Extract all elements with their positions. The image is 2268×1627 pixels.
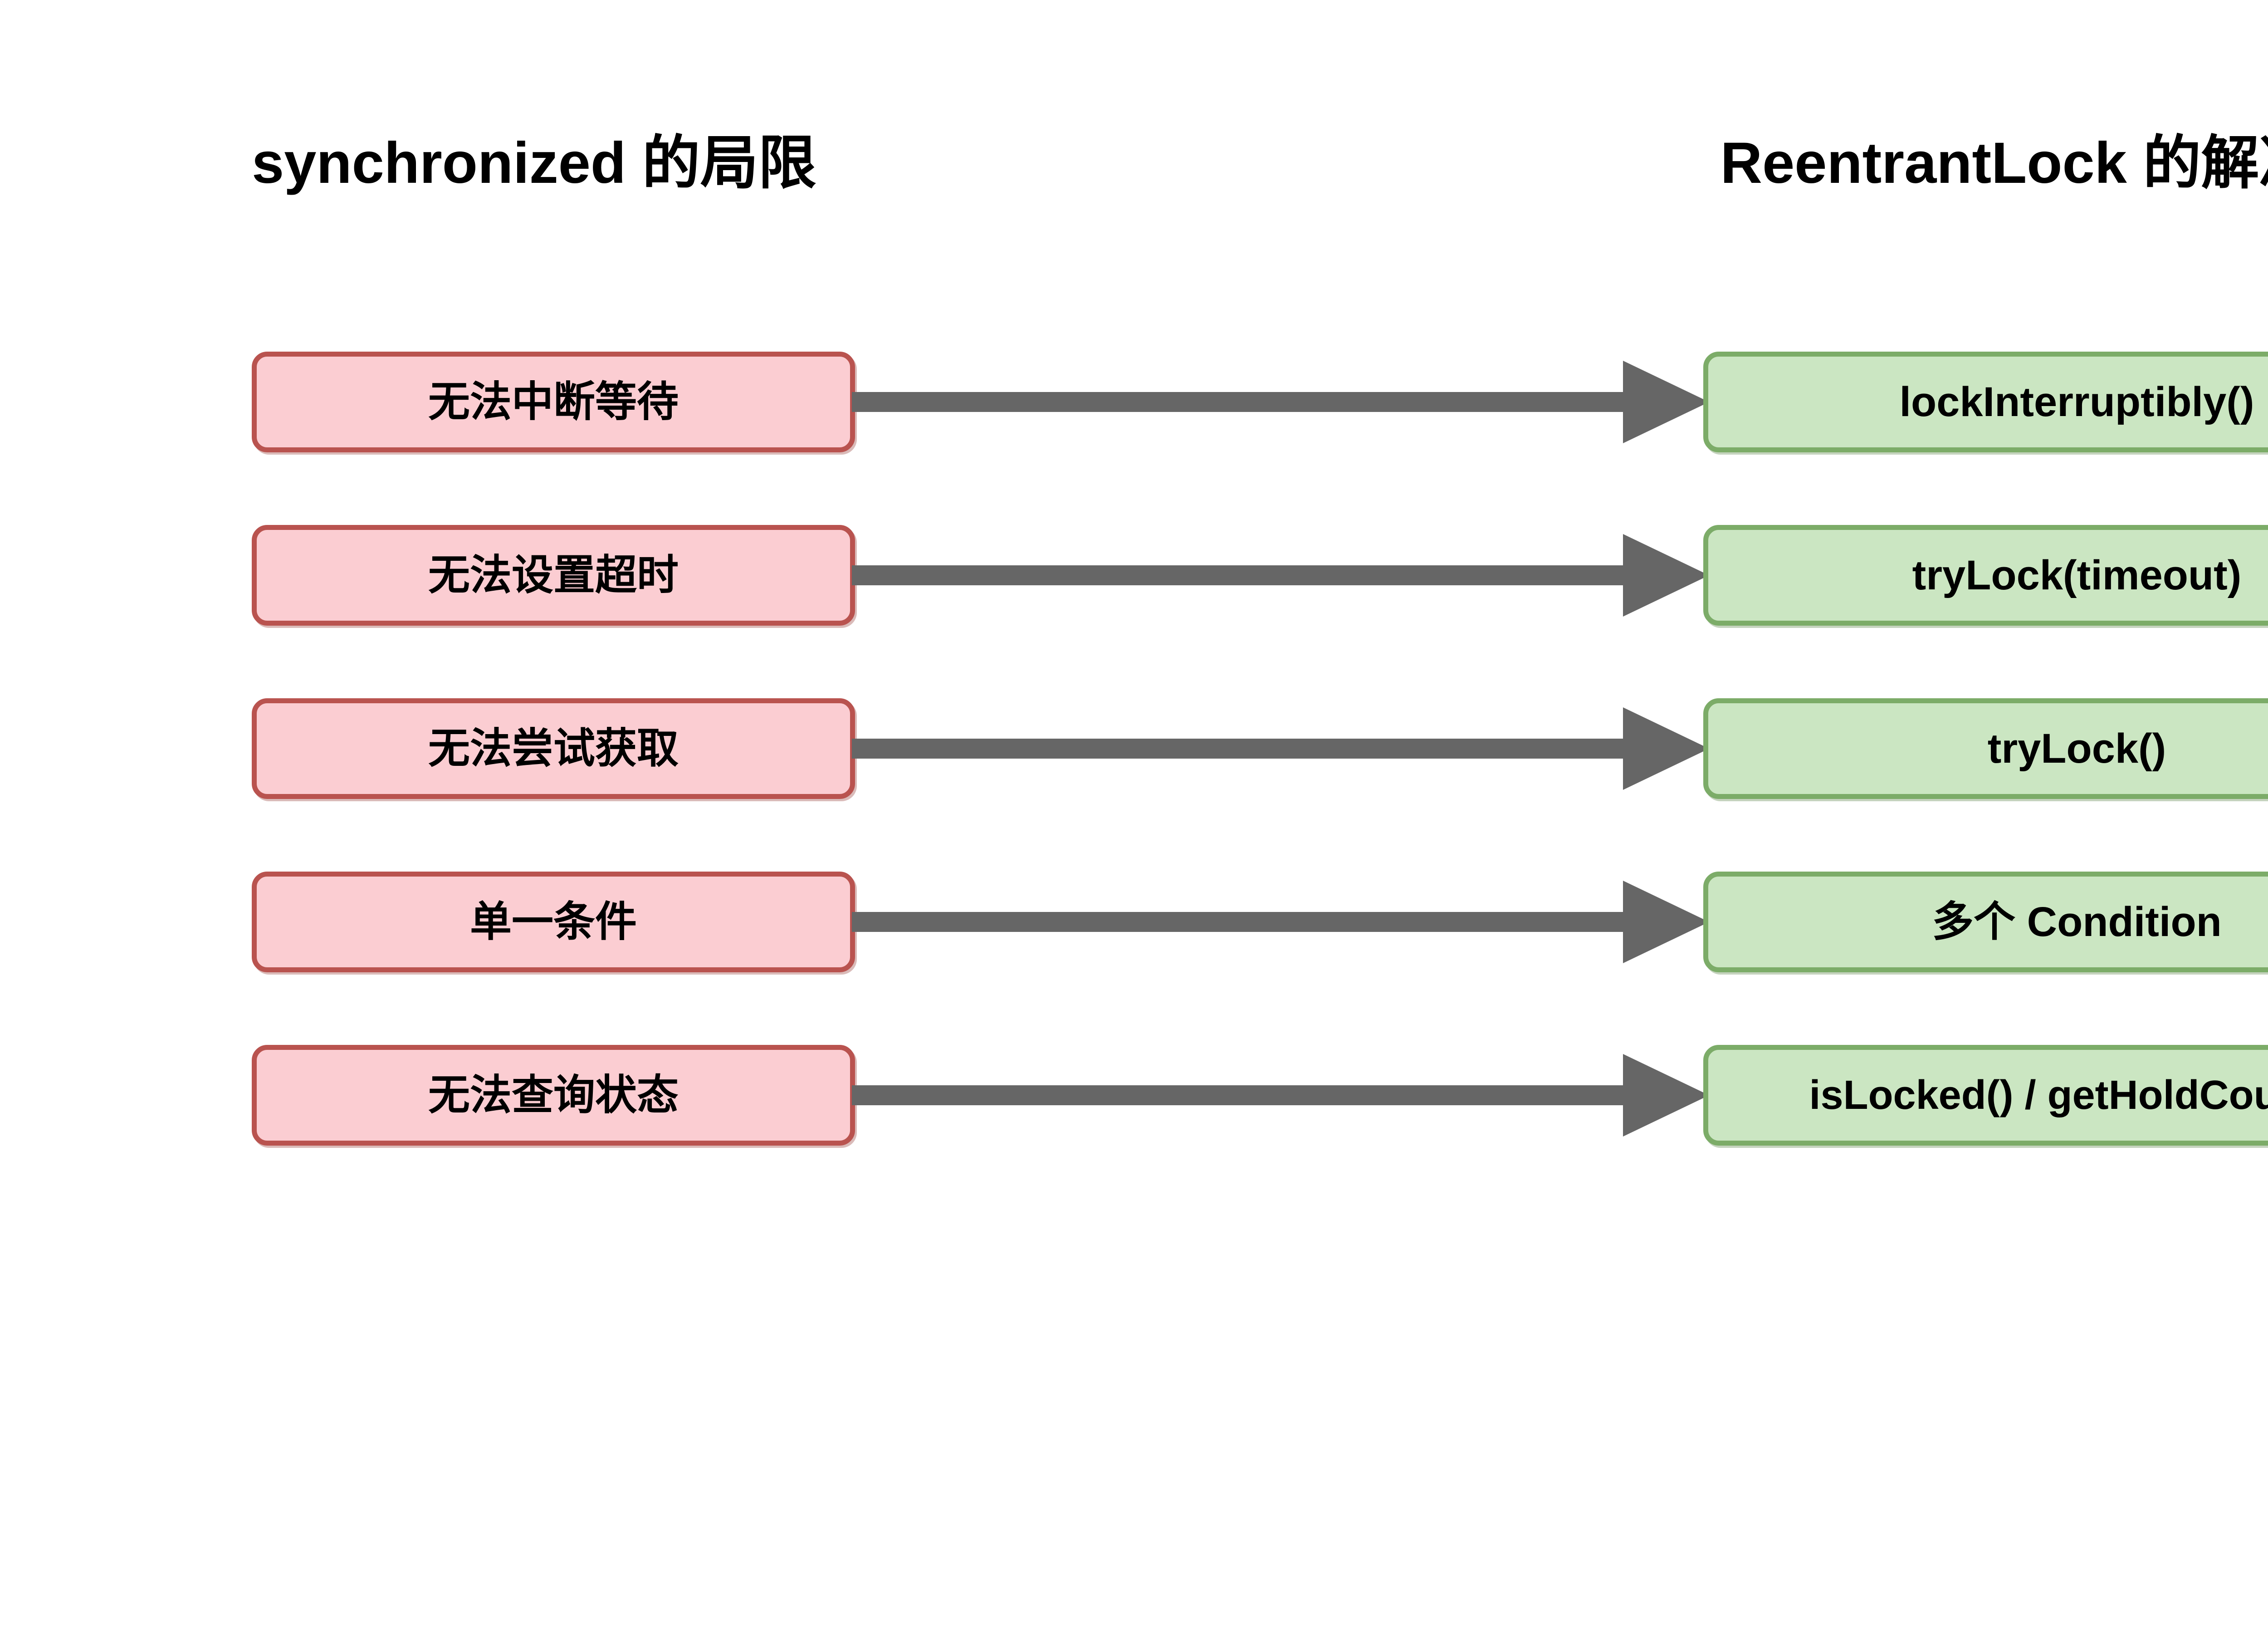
solution-box[interactable]: lockInterruptibly() xyxy=(1703,352,2268,452)
comparison-row: 无法尝试获取 tryLock() xyxy=(0,698,2268,799)
limitation-box[interactable]: 无法尝试获取 xyxy=(252,698,855,799)
comparison-row: 单一条件 多个 Condition xyxy=(0,872,2268,972)
limitation-box[interactable]: 单一条件 xyxy=(252,872,855,972)
arrow-right-icon xyxy=(852,872,1709,972)
arrow-right-icon xyxy=(852,525,1709,626)
arrow-right-icon xyxy=(852,352,1709,452)
arrow-right-icon xyxy=(852,698,1709,799)
limitation-box[interactable]: 无法中断等待 xyxy=(252,352,855,452)
limitation-box[interactable]: 无法设置超时 xyxy=(252,525,855,626)
solution-box[interactable]: tryLock() xyxy=(1703,698,2268,799)
comparison-rows: 无法中断等待 lockInterruptibly() 无法设置超时 tryLoc… xyxy=(0,352,2268,1218)
solution-box[interactable]: tryLock(timeout) xyxy=(1703,525,2268,626)
comparison-row: 无法查询状态 isLocked() / getHoldCount() xyxy=(0,1045,2268,1146)
comparison-row: 无法设置超时 tryLock(timeout) xyxy=(0,525,2268,626)
arrow-right-icon xyxy=(852,1045,1709,1146)
limitation-box[interactable]: 无法查询状态 xyxy=(252,1045,855,1146)
comparison-row: 无法中断等待 lockInterruptibly() xyxy=(0,352,2268,452)
right-column-heading: ReentrantLock 的解决方案 xyxy=(1720,131,2268,196)
solution-box[interactable]: isLocked() / getHoldCount() xyxy=(1703,1045,2268,1146)
left-column-heading: synchronized 的局限 xyxy=(252,131,816,196)
solution-box[interactable]: 多个 Condition xyxy=(1703,872,2268,972)
